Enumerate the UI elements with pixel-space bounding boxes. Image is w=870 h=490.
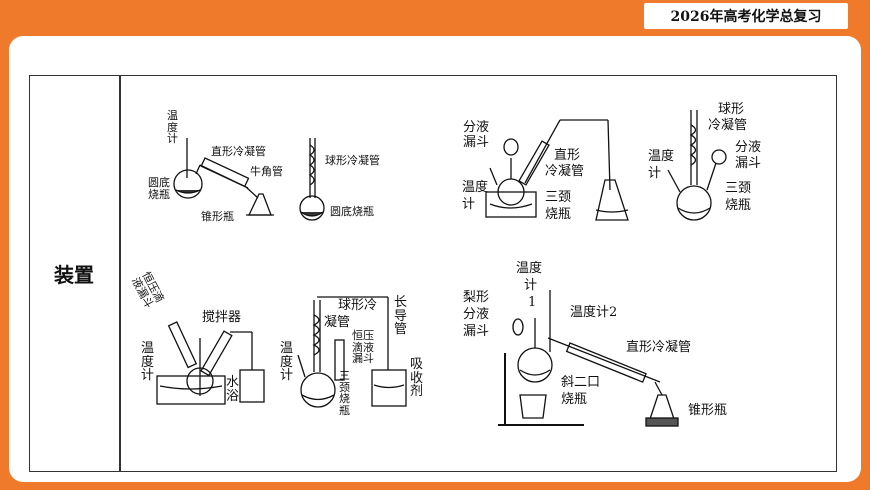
- a4-thermometer-label-2: 计: [648, 166, 662, 181]
- a2-condenser-label: 球形冷凝管: [325, 154, 380, 167]
- a4-flask-label-1: 三颈: [725, 181, 752, 196]
- a4-thermometer-label-1: 温度: [648, 149, 675, 164]
- a7-thermometer1-label-1: 温度: [516, 261, 543, 276]
- a1-flask-label: 圆底烧瓶: [148, 176, 170, 201]
- three-neck-reflux-drawing: [667, 110, 727, 221]
- a1-adapter-label: 牛角管: [250, 165, 283, 178]
- a7-funnel-label-3: 漏斗: [463, 324, 490, 339]
- row-label: 装置: [29, 75, 119, 472]
- a5-thermometer-label: 温度计: [141, 341, 155, 384]
- a3-thermometer-label-1: 温度: [462, 180, 489, 195]
- a4-funnel-label-1: 分液: [735, 140, 762, 155]
- a3-funnel-label-1: 分液: [463, 120, 490, 135]
- a4-condenser-label-2: 冷凝管: [708, 118, 748, 133]
- a7-funnel-label-2: 分液: [463, 307, 490, 322]
- a3-flask-label-2: 烧瓶: [545, 207, 572, 222]
- a7-thermometer2-label: 温度计2: [570, 305, 618, 320]
- a4-flask-label-2: 烧瓶: [725, 198, 752, 213]
- column-divider: [119, 75, 121, 472]
- a3-funnel-label-2: 漏斗: [463, 135, 490, 150]
- a6-condenser-label-2: 凝管: [324, 315, 351, 330]
- a7-thermometer1-label-3: 1: [528, 295, 537, 310]
- a2-flask-label: 圆底烧瓶: [330, 205, 374, 218]
- a3-thermometer-label-2: 计: [462, 197, 476, 212]
- a7-flask-label-1: 斜二口: [561, 375, 601, 390]
- a6-condenser-label-1: 球形冷: [338, 298, 378, 313]
- course-title: 2026年高考化学总复习: [670, 9, 822, 25]
- a3-condenser-label-1: 直形: [554, 148, 581, 163]
- a4-condenser-label-1: 球形: [718, 102, 745, 117]
- a6-funnel-label: 恒压滴液漏斗: [352, 329, 374, 366]
- a5-stirrer-label: 搅拌器: [202, 310, 242, 325]
- a7-receiver-label: 锥形瓶: [688, 403, 728, 418]
- oblique-flask-distillation-drawing: [498, 290, 679, 427]
- a7-flask-label-2: 烧瓶: [561, 392, 588, 407]
- a3-condenser-label-2: 冷凝管: [545, 164, 585, 179]
- reflux-apparatus-drawing: [299, 138, 325, 221]
- apparatus-table: [29, 75, 837, 472]
- a1-thermometer-label: 温度计: [167, 109, 178, 146]
- row-label-text: 装置: [54, 263, 94, 287]
- a6-absorbent-label: 吸收剂: [410, 357, 424, 400]
- distillation-apparatus-drawing: [173, 138, 274, 216]
- water-bath-apparatus-drawing: [156, 321, 265, 405]
- a6-flask-label: 三颈烧瓶: [339, 369, 350, 417]
- a5-bath-label: 水浴: [226, 375, 240, 404]
- a7-funnel-label-1: 梨形: [463, 290, 490, 305]
- gas-absorption-apparatus-drawing: [297, 296, 407, 408]
- course-title-badge: 2026年高考化学总复习: [644, 3, 848, 29]
- a7-condenser-label: 直形冷凝管: [626, 340, 692, 355]
- a7-thermometer1-label-2: 计: [524, 278, 538, 293]
- a1-receiver-label: 锥形瓶: [201, 210, 234, 223]
- a6-tube-label: 长导管: [394, 295, 408, 338]
- a3-flask-label-1: 三颈: [545, 190, 572, 205]
- a4-funnel-label-2: 漏斗: [735, 156, 762, 171]
- three-neck-distillation-drawing: [485, 119, 629, 221]
- a1-condenser-label: 直形冷凝管: [211, 145, 266, 158]
- a6-thermometer-label: 温度计: [280, 341, 294, 384]
